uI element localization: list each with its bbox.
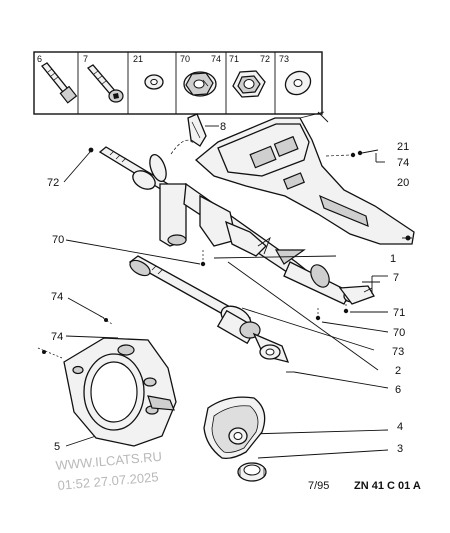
steering-column-drawing [37, 111, 415, 482]
hex-nut-icon [232, 70, 266, 98]
ref-73-label: 73 [279, 54, 289, 64]
callout-8: 8 [220, 121, 226, 133]
callout-72: 72 [47, 177, 59, 189]
callout-labels: 8 21 74 20 72 70 1 7 74 71 70 74 73 2 6 … [47, 121, 409, 455]
callout-21: 21 [397, 141, 409, 153]
washer-21-dot [350, 152, 356, 158]
bulkhead-plate-part [63, 337, 177, 447]
callout-4: 4 [397, 421, 403, 433]
footer-diagram-code: ZN 41 C 01 A [354, 480, 421, 492]
callout-5: 5 [54, 441, 60, 453]
callout-71: 71 [393, 307, 405, 319]
ref-7-label: 7 [83, 54, 88, 64]
callout-1: 1 [390, 253, 396, 265]
bolt-74-upper-dot [104, 318, 108, 322]
nut-70-left-dot [200, 261, 206, 267]
callout-20: 20 [397, 177, 409, 189]
key-clip-part [187, 113, 207, 147]
callout-74-mid: 74 [51, 291, 63, 303]
callout-2: 2 [395, 365, 401, 377]
ref-6-label: 6 [37, 54, 42, 64]
parts-reference-box: 6 7 21 70 74 [33, 51, 323, 115]
support-bracket-part [194, 111, 415, 245]
callout-leader-lines [63, 151, 389, 459]
flat-washer-icon [284, 70, 312, 96]
ring-part [237, 462, 267, 482]
washer-icon [144, 74, 164, 90]
ref-21-label: 21 [133, 54, 143, 64]
footer-date: 7/95 [308, 480, 329, 492]
nut-72-dot [88, 147, 94, 153]
bolt-long-icon [41, 62, 78, 104]
watermark-timestamp: 01:52 27.07.2025 [57, 469, 159, 493]
ref-72-label: 72 [260, 54, 270, 64]
ref-71-label: 71 [229, 54, 239, 64]
callout-70-right: 70 [393, 327, 405, 339]
nut-71-dot [343, 308, 349, 314]
ref-74-label: 74 [211, 54, 221, 64]
gaiter-part [203, 396, 266, 460]
nut-74-dot [357, 150, 363, 156]
callout-70-left: 70 [52, 234, 64, 246]
steering-column-assembly [98, 146, 375, 305]
callout-3: 3 [397, 443, 403, 455]
nut-70-dot [315, 315, 321, 321]
socket-screw-icon [87, 64, 124, 103]
bolt-74-lower-dot [42, 350, 46, 354]
ref-70-label: 70 [180, 54, 190, 64]
callout-73: 73 [392, 346, 404, 358]
callout-74-low: 74 [51, 331, 63, 343]
callout-6: 6 [395, 384, 401, 396]
callout-74-top: 74 [397, 157, 409, 169]
intermediate-shaft-part [128, 255, 290, 363]
screw-7-part [362, 276, 380, 294]
callout-7: 7 [393, 272, 399, 284]
nut-with-washer-icon [183, 71, 217, 97]
